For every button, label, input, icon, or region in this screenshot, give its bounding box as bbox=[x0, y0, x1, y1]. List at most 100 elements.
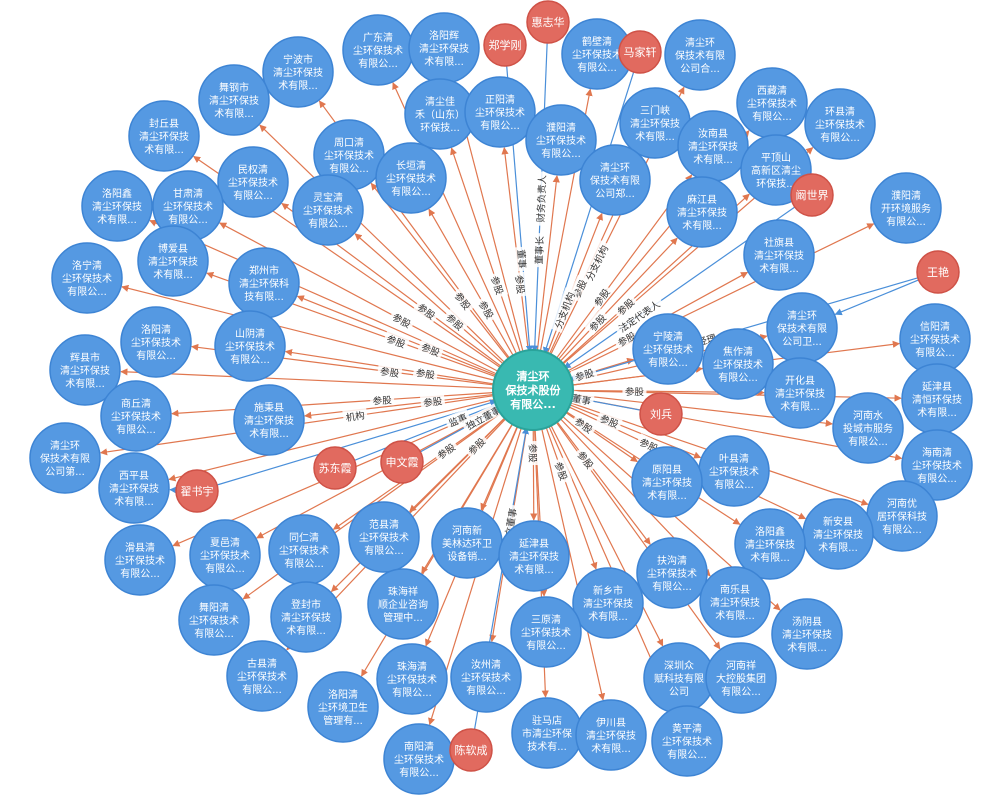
company-node-label: 清尘环保技 bbox=[688, 140, 738, 153]
center-company-node[interactable]: 清尘环保技术股份有限公... bbox=[492, 349, 574, 431]
person-node[interactable]: 翟书宇 bbox=[175, 469, 219, 513]
company-node-label: 尘环保技术 bbox=[200, 549, 250, 562]
company-node[interactable]: 开化县清尘环保技术有限... bbox=[764, 357, 836, 429]
company-node[interactable]: 宁波市清尘环保技术有限... bbox=[262, 36, 334, 108]
company-node[interactable]: 驻马店市清尘环保技术有... bbox=[511, 697, 583, 769]
company-node[interactable]: 河南新美林达环卫设备销... bbox=[431, 507, 503, 579]
edge-invest bbox=[121, 284, 497, 382]
company-node[interactable]: 山阴清尘环保技术有限公... bbox=[214, 310, 286, 382]
company-node[interactable]: 西平县清尘环保技术有限... bbox=[98, 452, 170, 524]
company-node[interactable]: 南阳清尘环保技术有限公... bbox=[383, 723, 455, 795]
company-node[interactable]: 珠海清尘环保技术有限公... bbox=[376, 643, 448, 715]
company-node[interactable]: 范县清尘环保技术有限公... bbox=[348, 501, 420, 573]
company-node[interactable]: 延津县清尘环保技术有限... bbox=[498, 520, 570, 592]
company-node[interactable]: 河南祥大控股集团有限公... bbox=[705, 642, 777, 714]
company-node[interactable]: 三原清尘环保技术有限公... bbox=[510, 596, 582, 668]
company-node[interactable]: 黄平清尘环保技术有限公... bbox=[651, 705, 723, 777]
company-node[interactable]: 洛阳清尘环保技术有限公... bbox=[120, 306, 192, 378]
company-node[interactable]: 汝州清尘环保技术有限公... bbox=[450, 641, 522, 713]
company-node[interactable]: 清尘环保技术有限公司合... bbox=[664, 19, 736, 91]
company-node[interactable]: 封丘县清尘环保技术有限... bbox=[128, 100, 200, 172]
edge-label-text: 董事长 bbox=[533, 235, 546, 264]
company-node[interactable]: 洛阳辉清尘环保技术有限... bbox=[408, 12, 480, 84]
person-node[interactable]: 惠志华 bbox=[526, 0, 570, 44]
person-node[interactable]: 马家轩 bbox=[618, 30, 662, 74]
company-node-label: 清尘环保技 bbox=[710, 596, 760, 609]
company-node[interactable]: 洛阳鑫清尘环保技术有限... bbox=[81, 170, 153, 242]
company-node[interactable]: 新安县清尘环保技术有限... bbox=[802, 498, 874, 570]
company-node[interactable]: 原阳县清尘环保技术有限... bbox=[631, 446, 703, 518]
company-node[interactable]: 甘肃清尘环保技术有限公... bbox=[152, 170, 224, 242]
company-node[interactable]: 施秉县清尘环保技术有限... bbox=[233, 384, 305, 456]
company-node[interactable]: 博爱县清尘环保技术有限... bbox=[137, 225, 209, 297]
company-node[interactable]: 商丘清尘环保技术有限公... bbox=[100, 380, 172, 452]
edge-label-bg bbox=[611, 293, 639, 319]
company-node-label: 汝州清 bbox=[471, 658, 501, 671]
person-node[interactable]: 阚世界 bbox=[790, 173, 834, 217]
company-node[interactable]: 社旗县清尘环保技术有限... bbox=[743, 219, 815, 291]
company-node[interactable]: 扶沟清尘环保技术有限公... bbox=[636, 537, 708, 609]
company-node[interactable]: 焦作清尘环保技术有限公... bbox=[702, 328, 774, 400]
person-node[interactable]: 苏东霞 bbox=[313, 446, 357, 490]
company-node[interactable]: 濮阳清尘环保技术有限公... bbox=[525, 104, 597, 176]
company-node-label: 尘环保技术 bbox=[324, 149, 374, 162]
company-node[interactable]: 信阳清尘环保技术有限公... bbox=[899, 303, 971, 375]
person-node[interactable]: 王艳 bbox=[916, 250, 960, 294]
person-node[interactable]: 刘兵 bbox=[639, 392, 683, 436]
company-node[interactable]: 汤阴县清尘环保技术有限... bbox=[771, 598, 843, 670]
person-node[interactable]: 陈软成 bbox=[449, 728, 493, 772]
company-node[interactable]: 清尘环保技术有限公司卫... bbox=[766, 292, 838, 364]
company-node[interactable]: 新乡市清尘环保技术有限... bbox=[572, 567, 644, 639]
company-node[interactable]: 南乐县清尘环保技术有限... bbox=[699, 566, 771, 638]
company-node[interactable]: 周口清尘环保技术有限公... bbox=[313, 119, 385, 191]
company-node-label: 三门峡 bbox=[640, 104, 670, 117]
company-node[interactable]: 同仁清尘环保技术有限公... bbox=[268, 514, 340, 586]
company-node[interactable]: 舞阳清尘环保技术有限公... bbox=[178, 584, 250, 656]
company-node[interactable]: 河南水投城市服务有限公... bbox=[832, 392, 904, 464]
company-node-label: 术有限... bbox=[424, 55, 464, 68]
company-node[interactable]: 洛宁清尘环保技术有限公... bbox=[51, 242, 123, 314]
company-node-circle bbox=[120, 306, 192, 378]
company-node[interactable]: 环县清尘环保技术有限公... bbox=[804, 88, 876, 160]
company-node[interactable]: 正阳清尘环保技术有限公... bbox=[464, 76, 536, 148]
company-node[interactable]: 古县清尘环保技术有限公... bbox=[226, 640, 298, 712]
company-node-label: 尘环保技术 bbox=[572, 48, 622, 61]
person-node[interactable]: 郑学刚 bbox=[483, 23, 527, 67]
company-node[interactable]: 舞钢市清尘环保技术有限... bbox=[198, 64, 270, 136]
company-node-circle bbox=[348, 501, 420, 573]
company-node[interactable]: 登封市清尘环保技术有限... bbox=[270, 581, 342, 653]
company-node[interactable]: 灵宝清尘环保技术有限公... bbox=[292, 174, 364, 246]
company-node[interactable]: 民权清尘环保技术有限公... bbox=[217, 146, 289, 218]
company-node[interactable]: 清尘环保技术有限公司第... bbox=[29, 422, 101, 494]
company-node[interactable]: 伊川县清尘环保技术有限... bbox=[575, 699, 647, 771]
edge-label-bg bbox=[488, 271, 509, 299]
company-node-label: 深圳众 bbox=[664, 660, 694, 672]
company-node[interactable]: 汝南县清尘环保技术有限... bbox=[677, 110, 749, 182]
company-node[interactable]: 清尘佳禾（山东）环保技... bbox=[404, 78, 476, 150]
company-node[interactable]: 郑州市清尘环保科技有限... bbox=[228, 247, 300, 319]
company-node-circle bbox=[666, 176, 738, 248]
company-node[interactable]: 海南清尘环保技术有限公... bbox=[901, 429, 973, 501]
company-node[interactable]: 珠海祥顺企业咨询管理中... bbox=[367, 568, 439, 640]
company-node[interactable]: 西藏清尘环保技术有限公... bbox=[736, 67, 808, 139]
company-node-circle bbox=[137, 225, 209, 297]
company-node[interactable]: 叶县清尘环保技术有限公... bbox=[698, 435, 770, 507]
company-node-circle bbox=[178, 584, 250, 656]
company-node[interactable]: 清尘环保技术有限公司郑... bbox=[579, 144, 651, 216]
company-node[interactable]: 麻江县清尘环保技术有限... bbox=[666, 176, 738, 248]
company-node[interactable]: 洛阳清尘环境卫生管理有... bbox=[307, 671, 379, 743]
company-node[interactable]: 广东清尘环保技术有限公... bbox=[342, 14, 414, 86]
person-node[interactable]: 申文霞 bbox=[380, 440, 424, 484]
company-node-label: 术有限... bbox=[750, 551, 790, 564]
company-node[interactable]: 夏邑清尘环保技术有限公... bbox=[189, 519, 261, 591]
company-node[interactable]: 濮阳清开环境服务有限公... bbox=[870, 172, 942, 244]
company-node[interactable]: 滑县清尘环保技术有限公... bbox=[104, 524, 176, 596]
company-node[interactable]: 延津县清恒环保技术有限... bbox=[901, 363, 973, 435]
company-node[interactable]: 河南优居环保科技有限公... bbox=[866, 480, 938, 552]
company-node[interactable]: 辉县市清尘环保技术有限... bbox=[49, 334, 121, 406]
company-node[interactable]: 宁陵清尘环保技术有限公... bbox=[632, 313, 704, 385]
company-node[interactable]: 长垣清尘环保技术有限公... bbox=[375, 142, 447, 214]
company-node[interactable]: 洛阳鑫清尘环保技术有限... bbox=[734, 508, 806, 580]
company-node[interactable]: 三门峡清尘环保技术有限... bbox=[619, 87, 691, 159]
